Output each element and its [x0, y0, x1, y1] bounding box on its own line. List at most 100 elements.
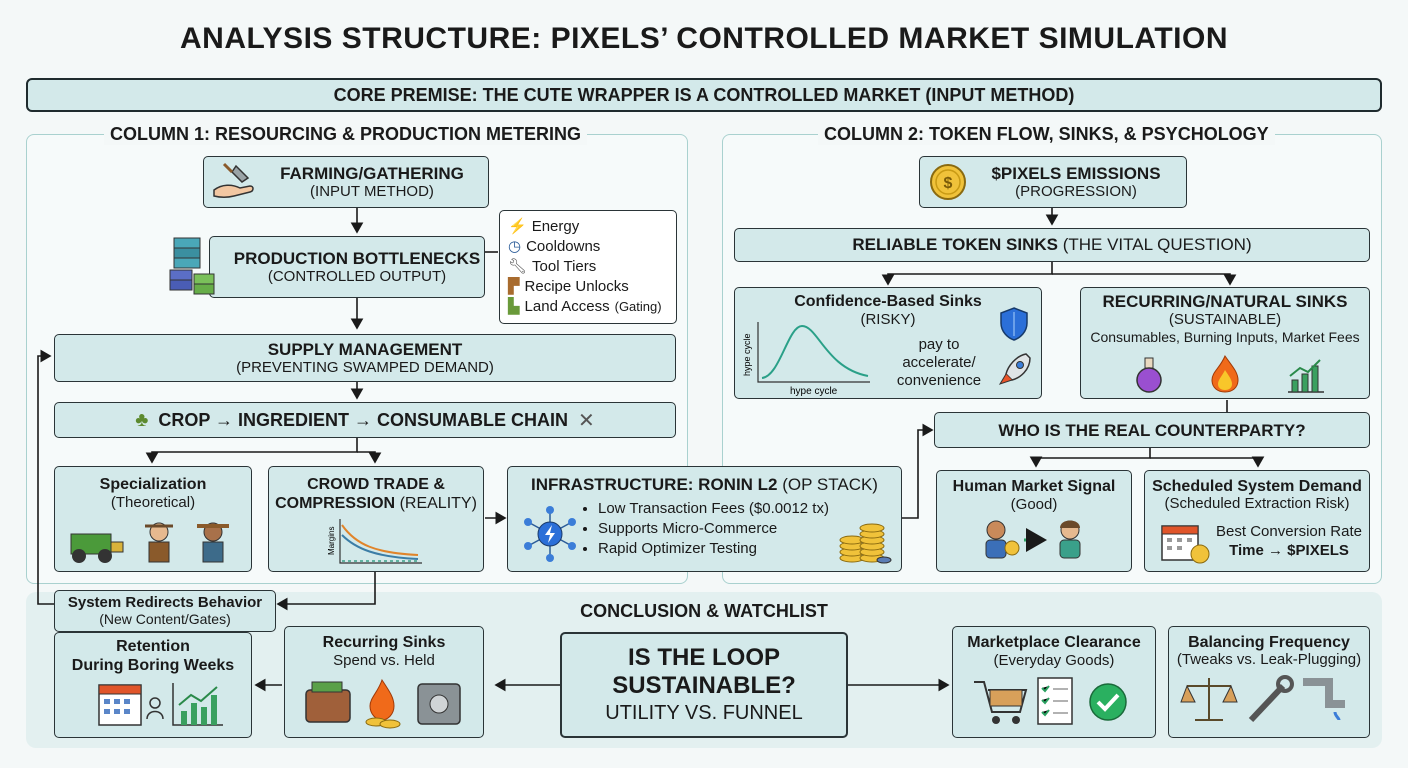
recurring-sinks-sub: Spend vs. Held [333, 652, 435, 669]
bar-chart-up-icon [1288, 359, 1324, 393]
counterparty-label: WHO IS THE REAL COUNTERPARTY? [998, 420, 1306, 440]
page-title: ANALYSIS STRUCTURE: PIXELS’ CONTROLLED M… [179, 22, 1229, 55]
marketplace-clearance-box: Marketplace Clearance (Everyday Goods) [952, 626, 1156, 738]
recurring-sinks-box: Recurring Sinks Spend vs. Held [284, 626, 484, 738]
infra-bullets: Low Transaction Fees ($0.0012 tx) Suppor… [582, 499, 832, 559]
loop-sustainable-box: IS THE LOOP SUSTAINABLE? UTILITY VS. FUN… [560, 632, 848, 738]
margins-compression-chart: Margins [327, 519, 422, 564]
scheduled-sub: (Scheduled Extraction Risk) [1164, 495, 1350, 512]
specialization-sub: (Theoretical) [110, 494, 196, 511]
balancing-sub: (Tweaks vs. Leak-Plugging) [1176, 651, 1362, 668]
human-title: Human Market Signal [952, 478, 1116, 495]
recurring-items: Consumables, Burning Inputs, Market Fees [1090, 329, 1360, 345]
wallet-fire-safe-icon [305, 678, 461, 729]
infra-bullet: Supports Micro-Commerce [598, 519, 832, 539]
real-counterparty-box: WHO IS THE REAL COUNTERPARTY? [934, 412, 1370, 448]
bottlenecks-sub: (CONTROLLED OUTPUT) [267, 267, 447, 285]
production-chain-box: ♣ CROP → INGREDIENT → CONSUMABLE CHAIN ✕ [54, 402, 676, 438]
crowd-tag: (REALITY) [399, 495, 477, 512]
lightning-icon: ⚡ [508, 218, 527, 235]
coin-icon: $ [930, 164, 966, 200]
supply-management-box: SUPPLY MANAGEMENT (PREVENTING SWAMPED DE… [54, 334, 676, 382]
sinks-title: RELIABLE TOKEN SINKS [852, 235, 1058, 254]
center-line-2: SUSTAINABLE? [612, 672, 796, 699]
svg-text:$: $ [944, 175, 953, 192]
farming-gathering-box: FARMING/GATHERING (INPUT METHOD) [203, 156, 489, 208]
center-line-3: UTILITY VS. FUNNEL [605, 702, 803, 724]
redirect-title: System Redirects Behavior [67, 594, 263, 611]
scheduled-title: Scheduled System Demand [1152, 478, 1362, 495]
recurring-sinks-title: Recurring Sinks [322, 634, 446, 651]
farming-sub: (INPUT METHOD) [310, 182, 434, 200]
retention-title-2: During Boring Weeks [71, 657, 235, 674]
flame-icon [1211, 354, 1239, 393]
human-market-signal-box: Human Market Signal (Good) [936, 470, 1132, 572]
clock-icon: ◷ [508, 238, 522, 255]
constraints-list: ⚡Energy ◷Cooldowns 🔧︎Tool Tiers ▛Recipe … [499, 210, 677, 324]
balancing-title: Balancing Frequency [1188, 634, 1350, 651]
emissions-sub: (PROGRESSION) [1015, 182, 1137, 200]
scale-wrench-pipe-icon [1180, 675, 1345, 723]
constraint-land-access: ▙Land Access(Gating) [508, 298, 662, 315]
hype-cycle-chart: hype cycle hype cycle [742, 322, 870, 397]
constraint-energy: ⚡Energy [508, 218, 580, 235]
calendar-user-chart-icon [98, 683, 223, 726]
retention-title-1: Retention [116, 638, 190, 655]
specialization-title: Specialization [99, 476, 207, 493]
margins-axis-label: Margins [327, 527, 336, 555]
core-premise-banner: CORE PREMISE: THE CUTE WRAPPER IS A CONT… [26, 78, 1382, 112]
confidence-title: Confidence-Based Sinks [794, 293, 982, 310]
infra-bullet: Rapid Optimizer Testing [598, 539, 832, 559]
crowd-title-1: CROWD TRADE & [307, 476, 445, 493]
recurring-title: RECURRING/NATURAL SINKS [1102, 292, 1348, 311]
system-redirects-box: System Redirects Behavior (New Content/G… [54, 590, 276, 632]
production-bottlenecks-box: PRODUCTION BOTTLENECKS (CONTROLLED OUTPU… [209, 236, 485, 298]
network-node-icon [524, 506, 576, 562]
crowd-title-2: COMPRESSION [275, 495, 396, 512]
supply-title: SUPPLY MANAGEMENT [267, 339, 463, 359]
shield-icon [1000, 307, 1028, 341]
column-1-title: COLUMN 1: RESOURCING & PRODUCTION METERI… [104, 124, 588, 145]
confidence-note: pay to accelerate/ convenience [896, 336, 982, 389]
hype-yaxis-label: hype cycle [742, 333, 752, 376]
reliable-token-sinks-box: RELIABLE TOKEN SINKS (THE VITAL QUESTION… [734, 228, 1370, 262]
bottlenecks-title: PRODUCTION BOTTLENECKS [233, 248, 481, 268]
scheduled-conversion-note: Best Conversion Rate Time → $PIXELS [1216, 523, 1362, 559]
people-exchange-icon [985, 520, 1081, 559]
column-2-title: COLUMN 2: TOKEN FLOW, SINKS, & PSYCHOLOG… [818, 124, 1275, 145]
sprout-icon: ♣ [135, 408, 149, 431]
infra-title: INFRASTRUCTURE: RONIN L2 [531, 475, 778, 494]
crowd-trade-box: CROWD TRADE & COMPRESSION (REALITY) Marg… [268, 466, 484, 572]
scheduled-system-demand-box: Scheduled System Demand (Scheduled Extra… [1144, 470, 1370, 572]
stacked-blocks-icon [169, 237, 215, 295]
tools-icon: ✕ [578, 409, 595, 432]
constraint-tool-tiers: 🔧︎Tool Tiers [508, 258, 597, 275]
balancing-frequency-box: Balancing Frequency (Tweaks vs. Leak-Plu… [1168, 626, 1370, 738]
calendar-coin-icon [1161, 525, 1210, 564]
marketplace-title: Marketplace Clearance [967, 634, 1141, 651]
cart-checklist-icon [974, 677, 1127, 725]
hand-seed-icon [213, 162, 254, 198]
coin-stack-icon [839, 523, 892, 564]
specialization-box: Specialization (Theoretical) [54, 466, 252, 572]
confidence-sinks-box: Confidence-Based Sinks (RISKY) [734, 287, 1042, 399]
redirect-sub: (New Content/Gates) [99, 611, 231, 627]
rocket-icon [998, 353, 1031, 385]
wrench-icon: 🔧︎ [508, 258, 528, 275]
marketplace-sub: (Everyday Goods) [993, 652, 1115, 669]
land-icon: ▙ [508, 298, 520, 315]
constraint-cooldowns: ◷Cooldowns [508, 238, 601, 255]
retention-box: Retention During Boring Weeks [54, 632, 252, 738]
chain-label: CROP → INGREDIENT → CONSUMABLE CHAIN [158, 409, 569, 430]
hype-xaxis-label: hype cycle [790, 386, 838, 397]
infra-tag: (OP STACK) [782, 475, 878, 494]
supply-sub: (PREVENTING SWAMPED DEMAND) [236, 358, 494, 376]
potion-icon [1136, 357, 1162, 393]
infra-bullet: Low Transaction Fees ($0.0012 tx) [598, 499, 832, 519]
puzzle-icon: ▛ [508, 278, 520, 295]
conclusion-title: CONCLUSION & WATCHLIST [580, 601, 828, 621]
recurring-sub: (SUSTAINABLE) [1168, 311, 1282, 328]
center-line-1: IS THE LOOP [627, 644, 780, 671]
human-sub: (Good) [1010, 496, 1058, 513]
